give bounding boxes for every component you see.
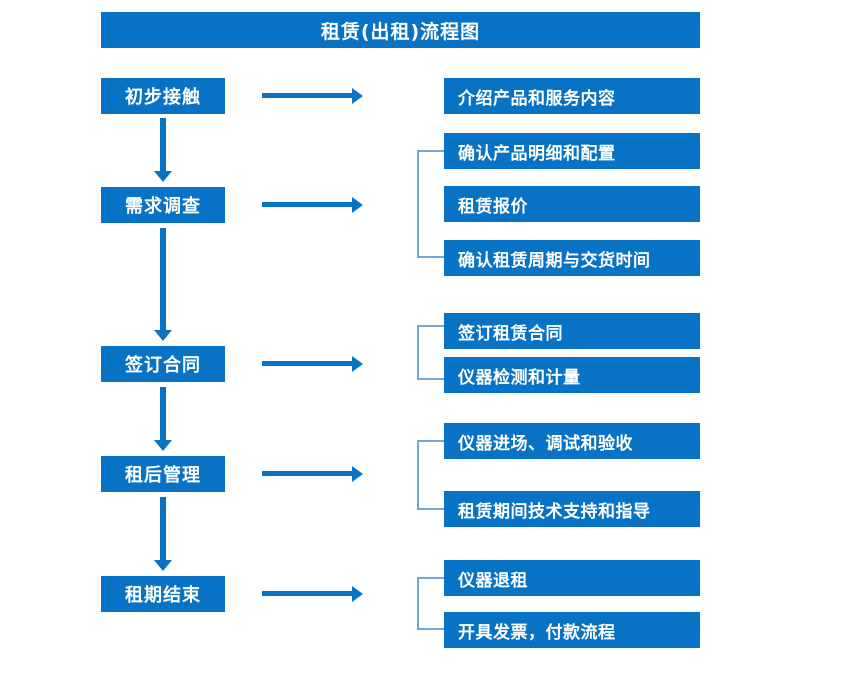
stage-box-4[interactable]: 租后管理 — [101, 456, 225, 492]
stage-box-5[interactable]: 租期结束 — [101, 576, 225, 612]
detail-box-9[interactable]: 仪器退租 — [444, 560, 700, 596]
vertical-arrow-2 — [154, 228, 172, 341]
vertical-arrow-4 — [154, 497, 172, 571]
detail-box-10[interactable]: 开具发票，付款流程 — [444, 612, 700, 648]
horizontal-arrow-4 — [262, 466, 363, 482]
group-bracket-2 — [417, 150, 444, 258]
group-bracket-4 — [417, 440, 444, 510]
detail-box-6[interactable]: 仪器检测和计量 — [444, 357, 700, 393]
group-bracket-5 — [417, 577, 444, 630]
chart-title: 租赁(出租)流程图 — [101, 12, 700, 48]
horizontal-arrow-3 — [262, 356, 363, 372]
vertical-arrow-1 — [154, 118, 172, 182]
detail-box-2[interactable]: 确认产品明细和配置 — [444, 133, 700, 169]
stage-box-3[interactable]: 签订合同 — [101, 346, 225, 382]
detail-box-1[interactable]: 介绍产品和服务内容 — [444, 78, 700, 114]
detail-box-8[interactable]: 租赁期间技术支持和指导 — [444, 491, 700, 527]
stage-box-1[interactable]: 初步接触 — [101, 78, 225, 114]
detail-box-7[interactable]: 仪器进场、调试和验收 — [444, 423, 700, 459]
stage-box-2[interactable]: 需求调查 — [101, 187, 225, 223]
detail-box-5[interactable]: 签订租赁合同 — [444, 313, 700, 349]
horizontal-arrow-1 — [262, 88, 363, 104]
horizontal-arrow-2 — [262, 197, 363, 213]
detail-box-3[interactable]: 租赁报价 — [444, 186, 700, 222]
group-bracket-3 — [417, 325, 444, 380]
vertical-arrow-3 — [154, 387, 172, 451]
detail-box-4[interactable]: 确认租赁周期与交货时间 — [444, 240, 700, 276]
horizontal-arrow-5 — [262, 586, 363, 602]
